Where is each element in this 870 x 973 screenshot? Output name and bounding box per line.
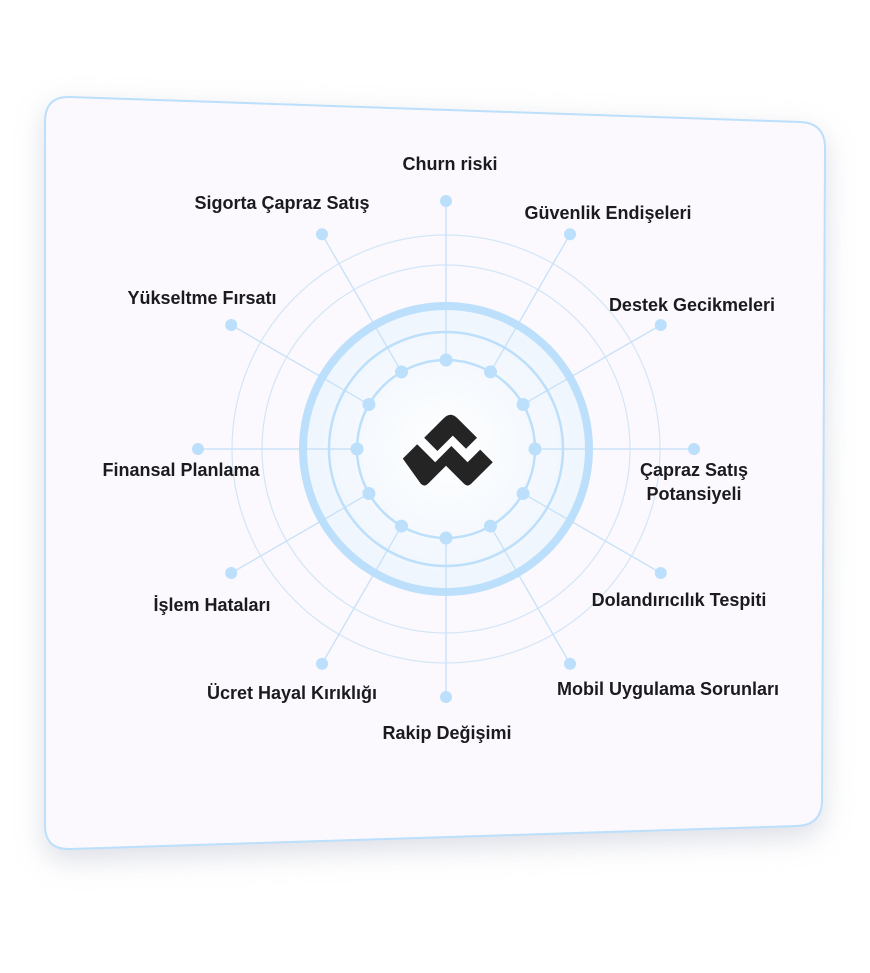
inner-node-dot [484,519,497,533]
outer-node-dot [316,657,328,670]
outer-node-dot [192,443,204,455]
spoke-label-line: Çapraz Satış [640,460,748,480]
inner-node-dot [362,487,376,500]
spoke-line [321,525,403,665]
outer-node-dot [688,443,700,455]
spoke-label-line: Ücret Hayal Kırıklığı [207,683,377,703]
inner-node-dot [528,442,542,456]
spoke-label: Churn riski [402,154,497,174]
spoke-label: Mobil Uygulama Sorunları [557,679,779,699]
outer-node-dot [654,567,667,579]
spoke-label: Ücret Hayal Kırıklığı [207,683,377,703]
spoke-label-line: Sigorta Çapraz Satış [194,193,369,213]
inner-node-dot [516,487,530,500]
inner-node-dot [516,398,530,411]
spoke-label-line: Rakip Değişimi [382,723,511,743]
spoke-line [522,324,662,406]
spoke-label-line: Destek Gecikmeleri [609,295,775,315]
inner-node-dot [439,531,453,545]
spoke-line [230,324,370,406]
spoke-label-line: Churn riski [402,154,497,174]
inner-node-dot [439,353,453,367]
spoke-label: Finansal Planlama [102,460,260,480]
spoke-label-line: Mobil Uygulama Sorunları [557,679,779,699]
spoke-label-line: Finansal Planlama [102,460,260,480]
spoke-label: Sigorta Çapraz Satış [194,193,369,213]
outer-node-dot [654,319,667,331]
spoke-label: Destek Gecikmeleri [609,295,775,315]
spoke-label: Yükseltme Fırsatı [127,288,276,308]
spoke-label-line: Yükseltme Fırsatı [127,288,276,308]
outer-node-dot [564,228,576,241]
inner-node-dot [395,365,408,379]
spoke-line [230,492,370,574]
spoke-label: Rakip Değişimi [382,723,511,743]
inner-node-dot [395,519,408,533]
spoke-line [489,233,571,373]
inner-node-dot [350,442,364,456]
spoke-label: Dolandırıcılık Tespiti [592,590,767,610]
spoke-label-line: Potansiyeli [646,484,741,504]
inner-node-dot [484,365,497,379]
spoke-line [522,492,662,574]
outer-node-dot [225,319,238,331]
middle-ring [327,330,565,568]
spoke-line [489,525,571,665]
center-disc [300,303,592,595]
spoke-label-line: Güvenlik Endişeleri [524,203,691,223]
spoke-label-line: Dolandırıcılık Tespiti [592,590,767,610]
inner-node-dot [362,398,376,411]
brand-logo [402,414,493,486]
outer-node-dot [225,567,238,579]
spoke-label: İşlem Hataları [153,595,270,615]
outer-node-dot [440,195,452,207]
thick-ring [299,302,593,596]
spoke-label: Güvenlik Endişeleri [524,203,691,223]
spoke-label-line: İşlem Hataları [153,595,270,615]
outer-node-dot [564,657,576,670]
spoke-line [321,233,403,373]
outer-node-dot [440,691,452,703]
outer-node-dot [316,228,328,241]
